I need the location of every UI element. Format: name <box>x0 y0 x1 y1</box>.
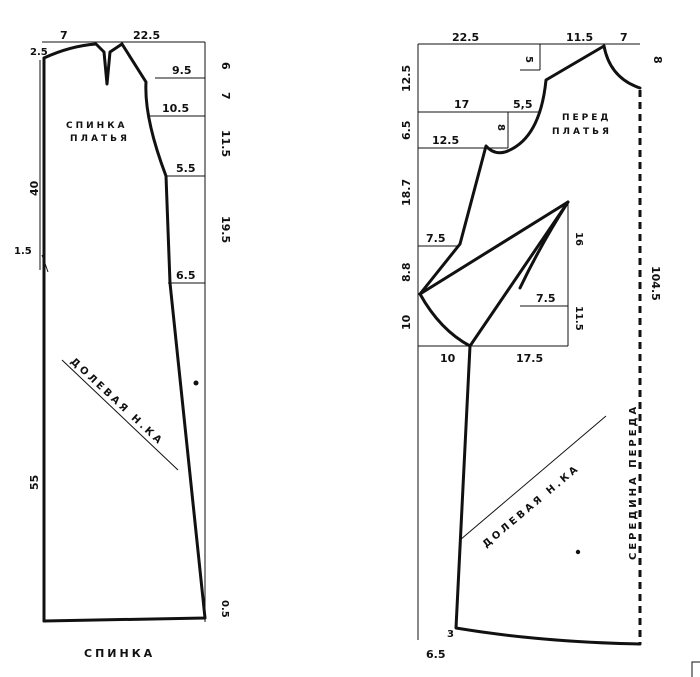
front-dim-h175: 17.5 <box>516 352 543 365</box>
front-dim-left-65: 6.5 <box>400 121 413 141</box>
front-dim-bottom3: 3 <box>447 629 454 640</box>
back-outline <box>42 42 207 623</box>
front-dim-left-125: 12.5 <box>400 65 413 92</box>
back-title-line1: СПИНКА <box>66 121 128 131</box>
front-dim-v16: 16 <box>573 232 584 246</box>
front-neckline <box>602 44 642 90</box>
back-grain-line <box>61 359 179 471</box>
front-dim-top-right: 7 <box>620 31 628 44</box>
front-dim-total-length: 104.5 <box>649 266 662 301</box>
back-dim-right-115: 11.5 <box>219 130 232 157</box>
front-dim-top-neck: 11.5 <box>566 31 593 44</box>
front-dim-h55: 5,5 <box>513 98 533 111</box>
back-dim-armhole-lower: 5.5 <box>176 162 196 175</box>
front-dim-v5: 5 <box>523 56 534 63</box>
back-dim-right-7: 7 <box>219 92 232 100</box>
back-dim-shoulder: 9.5 <box>172 64 192 77</box>
front-dim-bottom65: 6.5 <box>426 648 446 661</box>
back-piece: 7 22.5 2.5 9.5 10.5 5.5 6.5 1.5 40 55 6 … <box>14 29 232 660</box>
back-dim-left-40: 40 <box>28 180 41 196</box>
back-dim-bottom-right: 0.5 <box>219 600 230 618</box>
back-dim-armhole-upper: 10.5 <box>162 102 189 115</box>
front-notch-dot <box>575 549 581 555</box>
back-title-line2: ПЛАТЬЯ <box>70 134 130 144</box>
front-dim-top-width: 22.5 <box>452 31 479 44</box>
back-dim-left-15: 1.5 <box>14 246 32 257</box>
back-caption: СПИНКА <box>84 647 155 660</box>
back-notch-dot <box>193 380 199 386</box>
front-center-label: СЕРЕДИНА ПЕРЕДА <box>628 404 639 560</box>
front-title-line1: ПЕРЕД <box>562 113 611 123</box>
back-dim-waist-step: 6.5 <box>176 269 196 282</box>
front-dim-h17: 17 <box>454 98 469 111</box>
front-dim-h75b: 7.5 <box>536 292 556 305</box>
front-dim-v115: 11.5 <box>573 306 584 331</box>
front-piece: 22.5 11.5 7 17 5,5 12.5 7.5 7.5 10 17.5 … <box>400 31 664 661</box>
front-dim-left-10: 10 <box>400 314 413 330</box>
front-hem-side <box>454 344 642 646</box>
front-dim-h10: 10 <box>440 352 456 365</box>
front-dim-h125: 12.5 <box>432 134 459 147</box>
front-side-seam <box>418 44 606 348</box>
front-title-line2: ПЛАТЬЯ <box>552 127 612 137</box>
front-dim-left-88: 8.8 <box>400 263 413 283</box>
back-dim-left-55: 55 <box>28 475 41 490</box>
corner-mark <box>691 661 700 677</box>
front-grain-label: ДОЛЕВАЯ Н.КА <box>481 463 582 551</box>
front-dim-left-187: 18.7 <box>400 179 413 206</box>
front-dim-right8: 8 <box>651 56 664 64</box>
back-dim-top-left: 7 <box>60 29 68 42</box>
back-dim-right-195: 19.5 <box>219 216 232 243</box>
front-dim-v8: 8 <box>495 124 506 131</box>
back-grain-label: ДОЛЕВАЯ Н.КА <box>68 356 166 448</box>
front-grain-line <box>459 415 607 541</box>
back-dim-right-6: 6 <box>219 62 232 70</box>
front-dim-h75a: 7.5 <box>426 232 446 245</box>
front-dart-fold <box>518 200 570 290</box>
back-dim-top-corner: 2.5 <box>30 47 48 58</box>
back-dim-top-width: 22.5 <box>133 29 160 42</box>
front-dart-lower <box>418 292 472 348</box>
